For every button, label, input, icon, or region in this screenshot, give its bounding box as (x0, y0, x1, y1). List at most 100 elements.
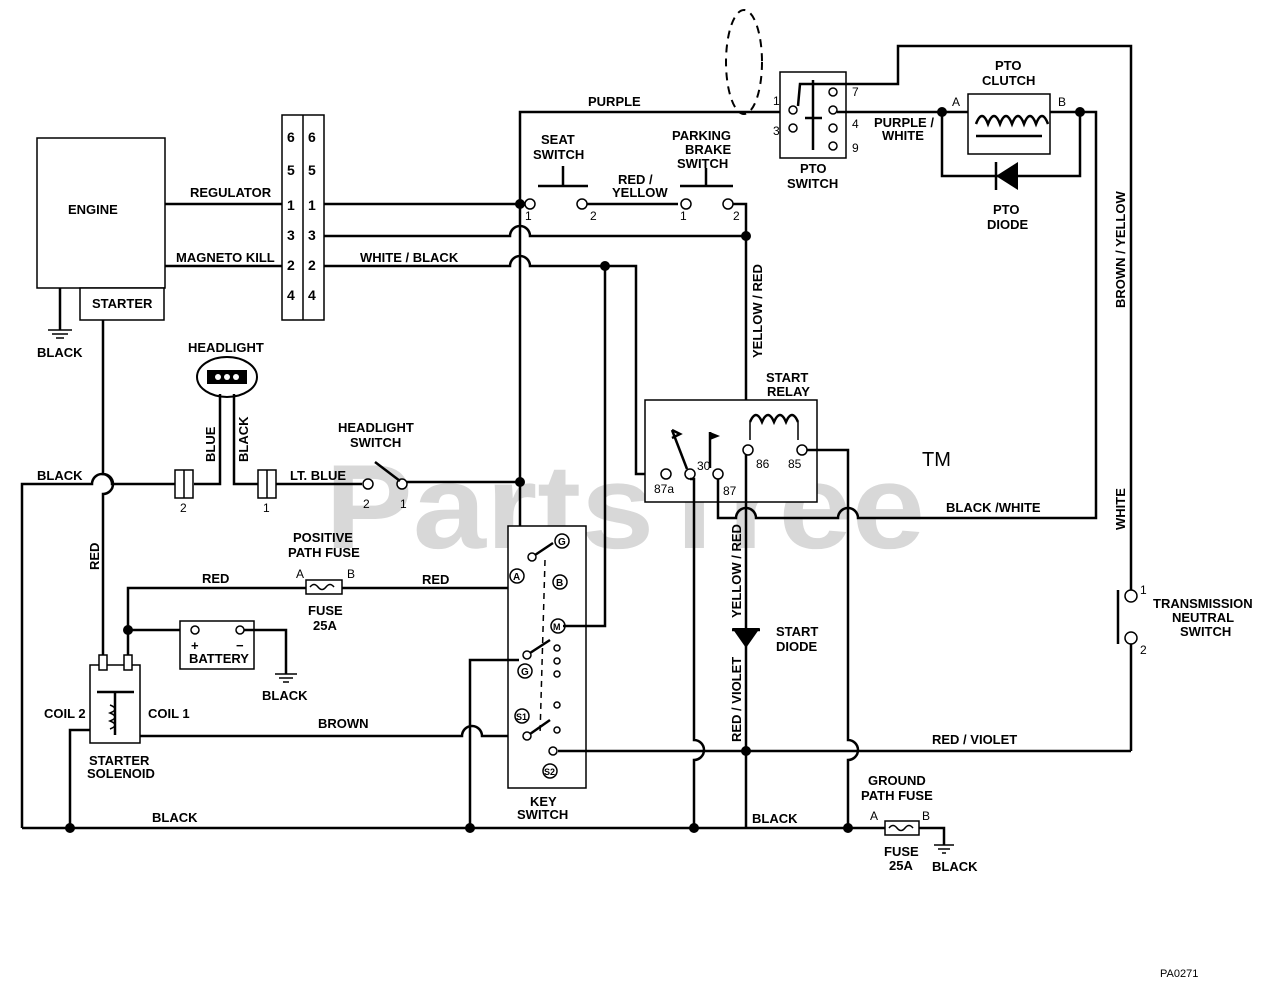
svg-text:B: B (556, 578, 563, 589)
svg-text:PATH FUSE: PATH FUSE (288, 545, 360, 560)
headlight: HEADLIGHT (188, 340, 264, 398)
start-diode: START DIODE (732, 624, 818, 654)
svg-text:COIL 2: COIL 2 (44, 706, 86, 721)
wire-black-headlight-label: BLACK (236, 416, 251, 462)
svg-text:3: 3 (287, 227, 295, 243)
wire-purple-label: PURPLE (588, 94, 641, 109)
battery: + − BATTERY (179, 620, 255, 670)
diagram-code: PA0271 (1160, 968, 1198, 980)
svg-text:1: 1 (263, 501, 270, 515)
engine-connector: 6 6 5 5 1 1 3 3 2 2 4 4 (281, 114, 325, 321)
wire-red-vertical-label: RED (87, 543, 102, 570)
wire-red-yellow-label: RED / (618, 172, 653, 187)
svg-text:START: START (776, 624, 818, 639)
svg-text:SWITCH: SWITCH (533, 147, 584, 162)
wire-purple-white-label: PURPLE / (874, 115, 934, 130)
svg-text:A: A (952, 95, 960, 109)
svg-text:1: 1 (1140, 583, 1147, 597)
svg-text:SWITCH: SWITCH (787, 176, 838, 191)
svg-text:POSITIVE: POSITIVE (293, 530, 353, 545)
svg-text:1: 1 (525, 209, 532, 223)
wire-regulator-label: REGULATOR (190, 185, 272, 200)
svg-text:−: − (236, 638, 244, 653)
svg-text:WHITE: WHITE (882, 128, 924, 143)
positive-path-fuse: POSITIVE PATH FUSE A B FUSE 25A (288, 530, 360, 633)
wire-red-top-label: RED (202, 571, 229, 586)
wire-brown-label: BROWN (318, 716, 369, 731)
svg-text:1: 1 (308, 197, 316, 213)
svg-text:S2: S2 (544, 767, 555, 777)
pto-clutch: A B PTO CLUTCH (952, 58, 1066, 155)
svg-text:1: 1 (287, 197, 295, 213)
svg-text:2: 2 (180, 501, 187, 515)
wire-black-battery-label: BLACK (262, 688, 308, 703)
svg-text:NEUTRAL: NEUTRAL (1172, 610, 1234, 625)
wire-black-bottom-label: BLACK (152, 810, 198, 825)
wire-red-violet-vertical-label: RED / VIOLET (729, 657, 744, 742)
engine: ENGINE STARTER BLACK (36, 137, 166, 360)
svg-text:SWITCH: SWITCH (517, 807, 568, 822)
svg-text:G: G (558, 537, 566, 548)
svg-text:M: M (553, 622, 561, 632)
svg-text:5: 5 (308, 162, 316, 178)
svg-text:HEADLIGHT: HEADLIGHT (188, 340, 264, 355)
svg-text:A: A (870, 809, 878, 823)
svg-text:2: 2 (1140, 643, 1147, 657)
seat-switch: SEAT SWITCH 1 2 (524, 132, 597, 223)
svg-text:SOLENOID: SOLENOID (87, 766, 155, 781)
svg-text:B: B (1058, 95, 1066, 109)
svg-text:7: 7 (852, 85, 859, 99)
svg-text:START: START (766, 370, 808, 385)
ground-path-fuse: GROUND PATH FUSE A B FUSE 25A (861, 773, 933, 873)
wire-black-left-label: BLACK (37, 468, 83, 483)
svg-text:B: B (922, 809, 930, 823)
svg-text:3: 3 (308, 227, 316, 243)
svg-text:2: 2 (590, 209, 597, 223)
svg-text:SWITCH: SWITCH (1180, 624, 1231, 639)
svg-text:87: 87 (723, 484, 737, 498)
wire-black-white-label: BLACK /WHITE (946, 500, 1041, 515)
svg-text:25A: 25A (313, 618, 337, 633)
svg-text:5: 5 (287, 162, 295, 178)
svg-text:RELAY: RELAY (767, 384, 810, 399)
svg-text:PARKING: PARKING (672, 128, 731, 143)
svg-text:2: 2 (363, 497, 370, 511)
svg-text:2: 2 (733, 209, 740, 223)
svg-text:30: 30 (697, 459, 711, 473)
wire-red-violet-label: RED / VIOLET (932, 732, 1017, 747)
wire-brown-yellow-label: BROWN / YELLOW (1113, 191, 1128, 308)
watermark-trademark: TM (922, 449, 951, 471)
wire-yellow-red-bottom-label: YELLOW / RED (729, 524, 744, 618)
svg-text:A: A (296, 567, 304, 581)
wire-red-fuse-label: RED (422, 572, 449, 587)
svg-text:BATTERY: BATTERY (189, 651, 249, 666)
svg-text:DIODE: DIODE (987, 217, 1029, 232)
engine-label: ENGINE (68, 202, 118, 217)
svg-text:S1: S1 (516, 712, 527, 722)
svg-text:SWITCH: SWITCH (677, 156, 728, 171)
svg-text:1: 1 (680, 209, 687, 223)
svg-text:GROUND: GROUND (868, 773, 926, 788)
wire-white-black-label: WHITE / BLACK (360, 250, 459, 265)
svg-text:SWITCH: SWITCH (350, 435, 401, 450)
svg-text:SEAT: SEAT (541, 132, 575, 147)
svg-text:87a: 87a (654, 482, 674, 496)
start-relay: 87a 30 87 86 85 START RELAY (644, 370, 818, 503)
svg-text:+: + (191, 638, 199, 653)
svg-text:6: 6 (308, 129, 316, 145)
svg-text:COIL 1: COIL 1 (148, 706, 190, 721)
pto-switch: 1 3 7 4 9 PTO SWITCH (773, 71, 859, 191)
svg-text:HEADLIGHT: HEADLIGHT (338, 420, 414, 435)
svg-text:3: 3 (773, 124, 780, 138)
svg-text:PTO: PTO (800, 161, 827, 176)
svg-text:6: 6 (287, 129, 295, 145)
wire-lt-blue-label: LT. BLUE (290, 468, 346, 483)
svg-text:STARTER: STARTER (89, 753, 150, 768)
wire-yellow-red-top-label: YELLOW / RED (750, 264, 765, 358)
svg-text:1: 1 (400, 497, 407, 511)
svg-text:CLUTCH: CLUTCH (982, 73, 1035, 88)
svg-text:PTO: PTO (993, 202, 1020, 217)
svg-text:DIODE: DIODE (776, 639, 818, 654)
wire-black-bottom-right-label: BLACK (752, 811, 798, 826)
